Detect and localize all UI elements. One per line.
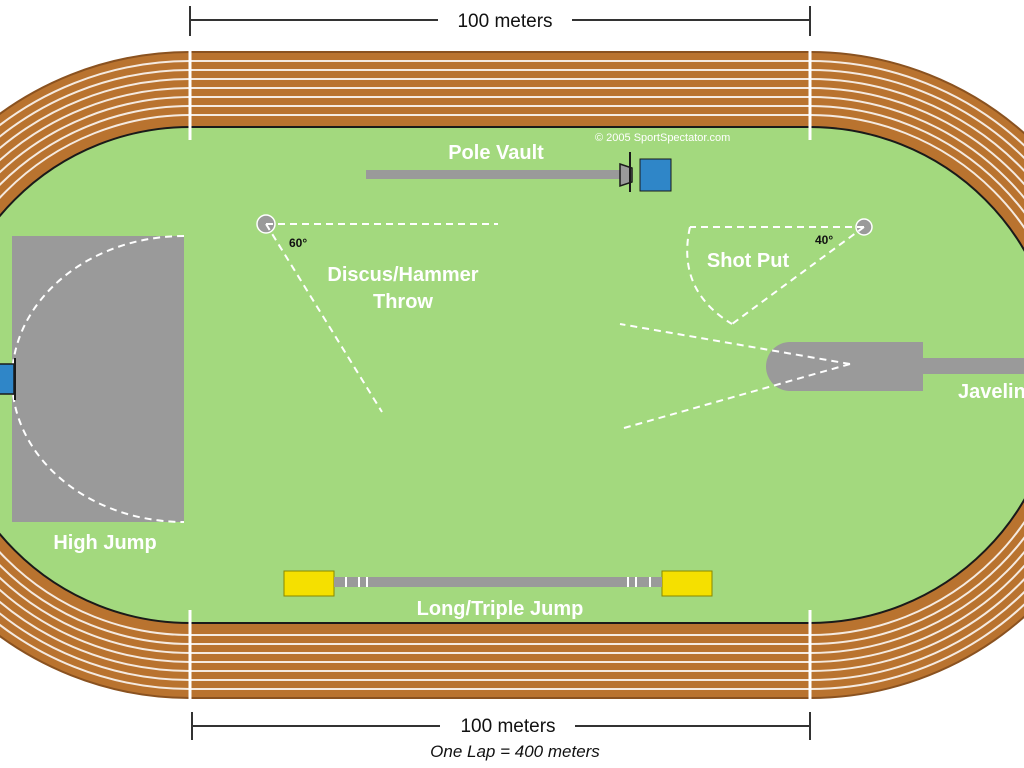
high-jump-apron <box>12 236 184 522</box>
long-triple-jump-label: Long/Triple Jump <box>417 598 584 620</box>
shot-put-sector-lines <box>686 226 865 325</box>
copyright-text: © 2005 SportSpectator.com <box>595 132 730 144</box>
discus-sector-lines <box>265 223 498 413</box>
discus-hammer-label: Discus/Hammer <box>327 264 478 286</box>
pole-vault-label: Pole Vault <box>448 142 544 164</box>
top-dimension <box>189 6 811 36</box>
long-jump-pit-right <box>661 570 713 597</box>
javelin-label: Javelin <box>958 381 1024 403</box>
javelin-runway <box>766 342 1024 391</box>
pole-vault-pit <box>639 158 672 192</box>
shot-put-label: Shot Put <box>707 250 790 272</box>
pole-vault-runway <box>366 152 633 192</box>
bottom-dimension <box>191 712 811 740</box>
high-jump-mat <box>0 363 15 395</box>
high-jump-label: High Jump <box>53 532 156 554</box>
discus-angle-label: 60° <box>289 236 307 250</box>
long-jump-pit-left <box>283 570 335 597</box>
shot-put-angle-label: 40° <box>815 233 833 247</box>
long-jump-runway <box>334 577 662 587</box>
bottom-dimension-label: 100 meters <box>460 716 555 737</box>
javelin-sector-lines <box>619 323 851 429</box>
lap-distance-label: One Lap = 400 meters <box>430 742 600 761</box>
top-dimension-label: 100 meters <box>457 11 552 32</box>
high-jump-arc <box>11 235 185 523</box>
straightaway-markers <box>188 50 812 700</box>
throw-label: Throw <box>373 291 433 313</box>
